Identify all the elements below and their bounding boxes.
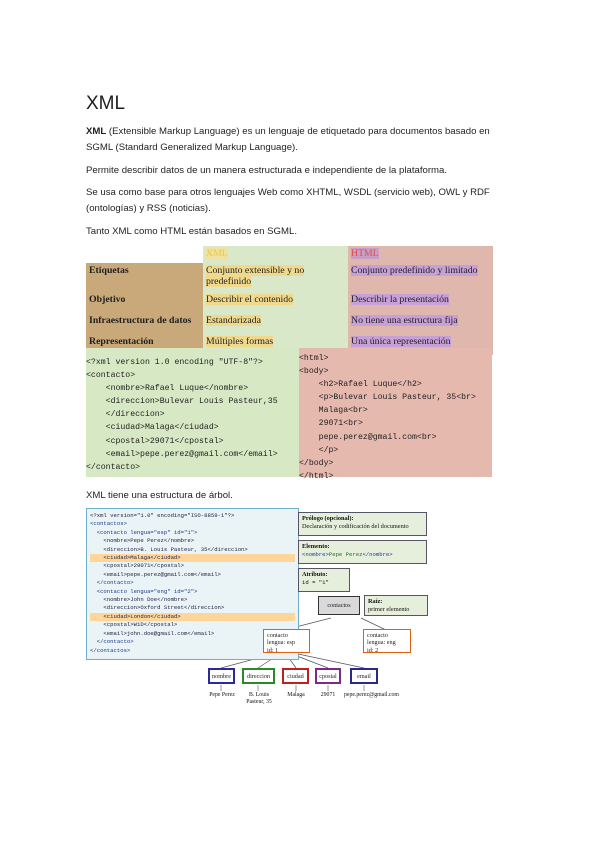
xml-tree-diagram: <?xml version="1.0" encoding="ISO-8859-1…	[86, 508, 434, 708]
atributo-code: id = "1"	[302, 578, 329, 586]
paragraph-definition: XML (Extensible Markup Language) es un l…	[86, 124, 516, 155]
code-line: Malaga<br>	[299, 406, 368, 416]
html-cell: Describir la presentación	[348, 292, 493, 313]
row-label: Objetivo	[86, 292, 203, 313]
xml-cell: Conjunto extensible y no predefinido	[203, 263, 348, 292]
code-line: <html>	[299, 354, 329, 363]
xml-line: </contacto>	[90, 638, 134, 646]
code-line: pepe.perez@gmail.com<br>	[299, 432, 437, 442]
root-node-contactos: contactos	[318, 596, 360, 615]
code-line: </direccion>	[86, 410, 165, 420]
contacto-node-1: contacto lengua: esp id: 1	[263, 629, 310, 654]
contacto-attr: lengua: esp	[267, 639, 296, 647]
html-code-example: <html> <body> <h2>Rafael Luque</h2> <p>B…	[299, 348, 492, 481]
xml-line: <cpostal>29071</cpostal>	[90, 562, 184, 570]
prologo-title: Prólogo (opcional):	[302, 515, 354, 522]
value-ciudad: Malaga	[287, 692, 305, 698]
raiz-callout: Raíz: primer elemento	[364, 595, 428, 616]
contacto-node-2: contacto lengua: eng id: 2	[363, 629, 411, 654]
code-line: </body>	[299, 458, 334, 468]
xml-line: <nombre>John Doe</nombre>	[90, 596, 188, 604]
contacto-attr: lengua: eng	[367, 639, 396, 647]
code-line: <body>	[299, 367, 329, 377]
code-line: <contacto>	[86, 371, 136, 381]
row-label: Infraestructura de datos	[86, 313, 203, 334]
xml-code-example: <?xml version 1.0 encoding "UTF-8"?> <co…	[86, 348, 299, 477]
table-corner-cell	[86, 246, 203, 263]
paragraph-tree: XML tiene una estructura de árbol.	[86, 490, 233, 501]
raiz-title: Raíz:	[368, 598, 383, 605]
xml-line: <ciudad>Malaga</ciudad>	[90, 554, 295, 563]
xml-line: <direccion>Oxford Street</direccion>	[90, 604, 225, 612]
code-line: <ciudad>Malaga</ciudad>	[86, 423, 219, 433]
contacto-attr: id: 1	[267, 646, 279, 654]
table-row: Infraestructura de datos Estandarizada N…	[86, 313, 493, 334]
leaf-ciudad: ciudad	[282, 668, 309, 684]
table-header-row: XML HTML	[86, 246, 493, 263]
elemento-close-tag: </nombre>	[362, 550, 393, 558]
page-title: XML	[86, 93, 126, 114]
paragraph-base-languages: Se usa como base para otros lenguajes We…	[86, 187, 490, 214]
code-line: <direccion>Bulevar Louis Pasteur,35	[86, 397, 278, 407]
value-email: pepe.perez@gmail.com	[344, 692, 399, 698]
contacto-label: contacto	[267, 632, 288, 639]
html-cell: No tiene una estructura fija	[348, 313, 493, 334]
prologo-desc: Declaración y codificación del documento	[302, 522, 409, 530]
code-line: <p>Bulevar Louis Pasteur, 35<br>	[299, 393, 476, 403]
paragraph-sgml: Tanto XML como HTML están basados en SGM…	[86, 226, 297, 237]
xml-line: </contacto>	[90, 579, 134, 587]
elemento-open-tag: <nombre>	[302, 550, 329, 558]
xml-line: <nombre>Pepe Perez</nombre>	[90, 537, 195, 545]
xml-line: <email>john.doe@gmail.com</email>	[90, 629, 215, 637]
prologo-callout: Prólogo (opcional): Declaración y codifi…	[298, 512, 427, 536]
xml-line: <cpostal>W1D</cpostal>	[90, 621, 178, 629]
xml-line: <contacto lengua="eng" id="2">	[90, 587, 198, 595]
code-line: <nombre>Rafael Luque</nombre>	[86, 384, 249, 394]
leaf-email: email	[350, 668, 378, 684]
leaf-cpostal: cpostal	[315, 668, 341, 684]
value-nombre: Pepe Perez	[209, 692, 235, 698]
xml-line: <contacto lengua="esp" id="1">	[90, 528, 198, 536]
definition-text: (Extensible Markup Language) es un lengu…	[86, 126, 490, 153]
table-row: Objetivo Describir el contenido Describi…	[86, 292, 493, 313]
xml-line: <ciudad>London</ciudad>	[90, 612, 295, 622]
xml-cell: Estandarizada	[203, 313, 348, 334]
header-xml: XML	[203, 246, 348, 263]
contacto-attr: id: 2	[367, 646, 379, 654]
row-label: Etiquetas	[86, 263, 203, 292]
html-cell: Conjunto predefinido y limitado	[348, 263, 493, 292]
value-direccion: B. Louis Pasteur, 35	[246, 692, 272, 705]
xml-html-comparison-table: XML HTML Etiquetas Conjunto extensible y…	[86, 246, 493, 355]
xml-line: <contactos>	[90, 520, 127, 528]
paragraph-purpose: Permite describir datos de un manera est…	[86, 165, 448, 176]
code-line: <cpostal>29071</cpostal>	[86, 436, 224, 446]
code-line: <h2>Rafael Luque</h2>	[299, 380, 422, 390]
leaf-direccion: direccion	[242, 668, 275, 684]
xml-line: <direccion>B. Louis Pasteur, 35</direcci…	[90, 545, 248, 553]
atributo-title: Atributo:	[302, 571, 328, 578]
elemento-title: Elemento:	[302, 543, 330, 550]
code-line: </html>	[299, 471, 334, 481]
elemento-text: Pepe Perez	[328, 550, 363, 558]
table-row: Etiquetas Conjunto extensible y no prede…	[86, 263, 493, 292]
raiz-desc: primer elemento	[368, 605, 410, 613]
code-line: <?xml version 1.0 encoding "UTF-8"?>	[86, 358, 263, 367]
value-cpostal: 29071	[320, 692, 336, 698]
xml-bold-term: XML	[86, 126, 107, 137]
header-html: HTML	[348, 246, 493, 263]
code-line: </p>	[299, 445, 339, 455]
atributo-callout: Atributo: id = "1"	[298, 568, 350, 592]
xml-line: <?xml version="1.0" encoding="ISO-8859-1…	[90, 512, 235, 519]
xml-line: </contactos>	[90, 646, 131, 654]
code-line: 29071<br>	[299, 419, 363, 429]
elemento-callout: Elemento: <nombre>Pepe Perez</nombre>	[298, 540, 427, 564]
leaf-nombre: nombre	[208, 668, 235, 684]
contacto-label: contacto	[367, 632, 388, 639]
code-line: <email>pepe.perez@gmail.com</email>	[86, 449, 278, 459]
xml-cell: Describir el contenido	[203, 292, 348, 313]
code-line: </contacto>	[86, 462, 141, 472]
xml-line: <email>pepe.perez@gmail.com</email>	[90, 570, 221, 578]
